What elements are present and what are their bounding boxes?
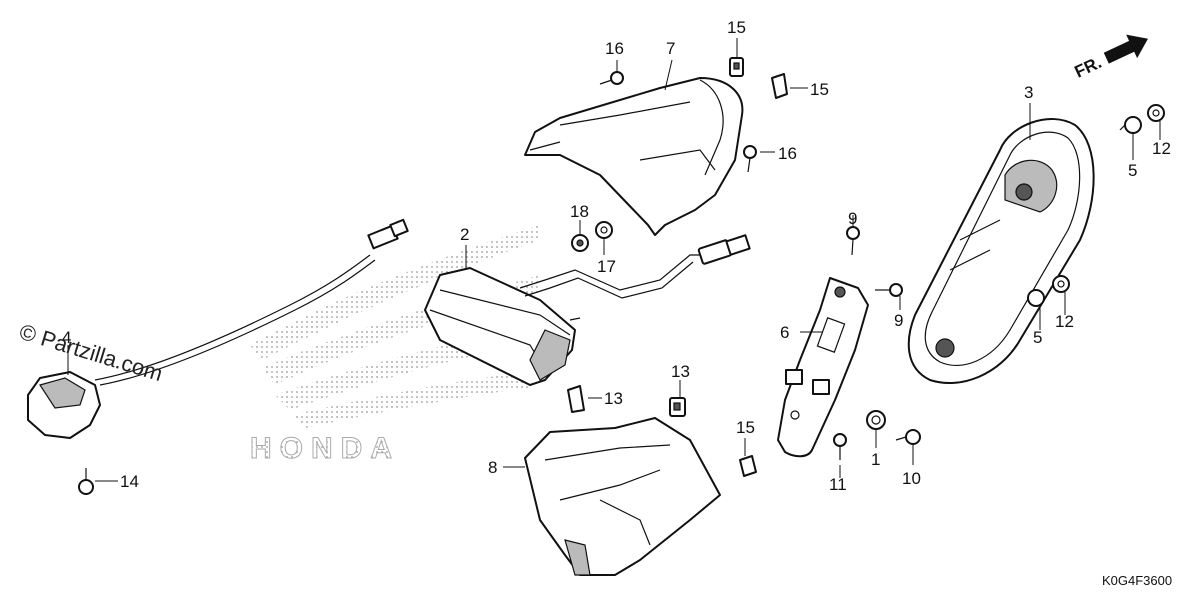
collar-1 [866, 410, 886, 430]
callout-13: 13 [671, 362, 690, 381]
bolt-10 [895, 429, 921, 445]
callout-12: 12 [1055, 312, 1074, 331]
part-4-license-light-harness [27, 218, 409, 439]
bolt-14 [78, 468, 94, 495]
callout-15: 15 [810, 80, 829, 99]
clip-15-upper-b [771, 73, 788, 99]
honda-logo-text: HONDA [250, 432, 400, 465]
callout-6: 6 [780, 323, 789, 342]
callout-17: 17 [597, 257, 616, 276]
bolt-11 [833, 433, 847, 460]
callout-9: 9 [894, 311, 903, 330]
diagram-code: K0G4F3600 [1102, 573, 1172, 588]
part-3-taillight-cover [907, 118, 1095, 385]
screw-16-upper [599, 71, 624, 85]
grommet-5-upper [1119, 116, 1142, 134]
callout-1: 1 [871, 450, 880, 469]
clip-13-right [669, 397, 686, 417]
screw-16-right [743, 145, 757, 173]
callout-18: 18 [570, 202, 589, 221]
callout-5: 5 [1033, 328, 1042, 347]
fr-label: FR. [1072, 53, 1105, 82]
callout-8: 8 [488, 458, 497, 477]
clip-15-lower [739, 455, 757, 477]
bolt-9-upper [846, 226, 860, 256]
leader-lines [67, 38, 1161, 482]
callout-9: 9 [848, 209, 857, 228]
front-direction-arrow-icon [1103, 34, 1148, 64]
callout-16: 16 [605, 39, 624, 58]
callout-12: 12 [1152, 139, 1171, 158]
callout-3: 3 [1024, 83, 1033, 102]
washer-18 [571, 234, 589, 252]
partzilla-watermark: © Partzilla.com [17, 319, 166, 386]
part-6-bracket [777, 277, 869, 458]
clip-15-upper-a [729, 57, 744, 77]
callout-11: 11 [829, 475, 847, 494]
part-8-lower-cover [524, 417, 721, 576]
callout-13: 13 [604, 389, 623, 408]
callout-15: 15 [727, 18, 746, 37]
callout-2: 2 [460, 225, 469, 244]
callout-numbers: 16 7 15 15 16 3 5 12 18 17 2 9 9 12 5 6 … [62, 18, 1171, 494]
bolt-9-lower [875, 283, 903, 297]
callout-16: 16 [778, 144, 797, 163]
callout-7: 7 [666, 39, 675, 58]
callout-5: 5 [1128, 161, 1137, 180]
nut-12-lower [1052, 275, 1070, 293]
nut-12-upper [1147, 104, 1165, 122]
callout-15: 15 [736, 418, 755, 437]
callout-4: 4 [62, 328, 71, 347]
front-direction-arrow: FR. [1072, 34, 1148, 82]
clip-13-left [567, 385, 585, 413]
part-7-upper-cover [524, 77, 744, 236]
callout-10: 10 [902, 469, 921, 488]
grommet-5-lower [1027, 289, 1045, 307]
part-2-taillight-unit [424, 234, 751, 386]
callout-14: 14 [120, 472, 139, 491]
nut-17 [595, 221, 613, 239]
